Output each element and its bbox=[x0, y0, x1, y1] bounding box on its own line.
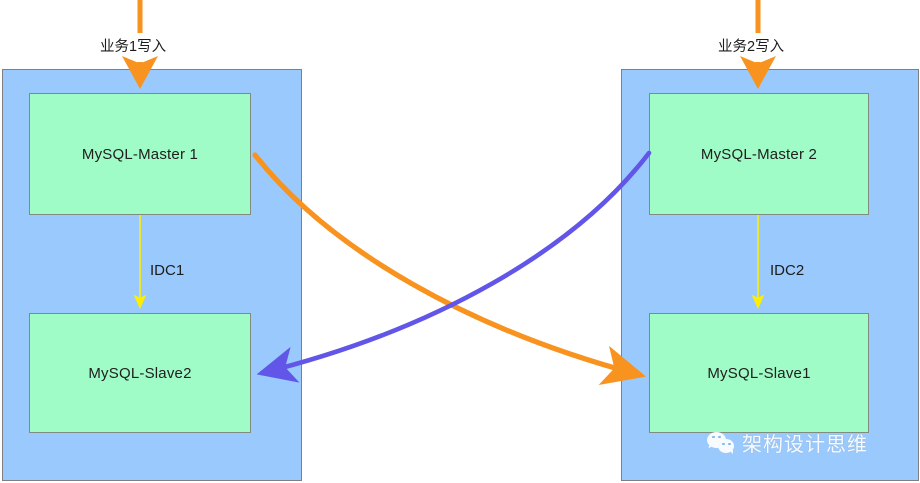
node-master1[interactable]: MySQL-Master 1 bbox=[29, 93, 251, 215]
watermark-text: 架构设计思维 bbox=[742, 432, 868, 456]
label-write2: 业务2写入 bbox=[718, 39, 785, 55]
watermark: 架构设计思维 bbox=[707, 428, 868, 457]
wechat-icon bbox=[707, 431, 737, 455]
label-write1: 业务1写入 bbox=[100, 39, 167, 55]
node-slave1[interactable]: MySQL-Slave1 bbox=[649, 313, 869, 433]
label-idc1: IDC1 bbox=[150, 262, 185, 279]
node-master2[interactable]: MySQL-Master 2 bbox=[649, 93, 869, 215]
label-idc2: IDC2 bbox=[770, 262, 805, 279]
node-slave2-label: MySQL-Slave2 bbox=[88, 364, 192, 382]
node-master1-label: MySQL-Master 1 bbox=[81, 145, 199, 163]
node-slave2[interactable]: MySQL-Slave2 bbox=[29, 313, 251, 433]
connector-master2-to-slave2 bbox=[256, 150, 652, 383]
node-master2-label: MySQL-Master 2 bbox=[700, 145, 818, 163]
connector-master1-to-slave1 bbox=[252, 152, 647, 386]
node-slave1-label: MySQL-Slave1 bbox=[707, 364, 811, 382]
